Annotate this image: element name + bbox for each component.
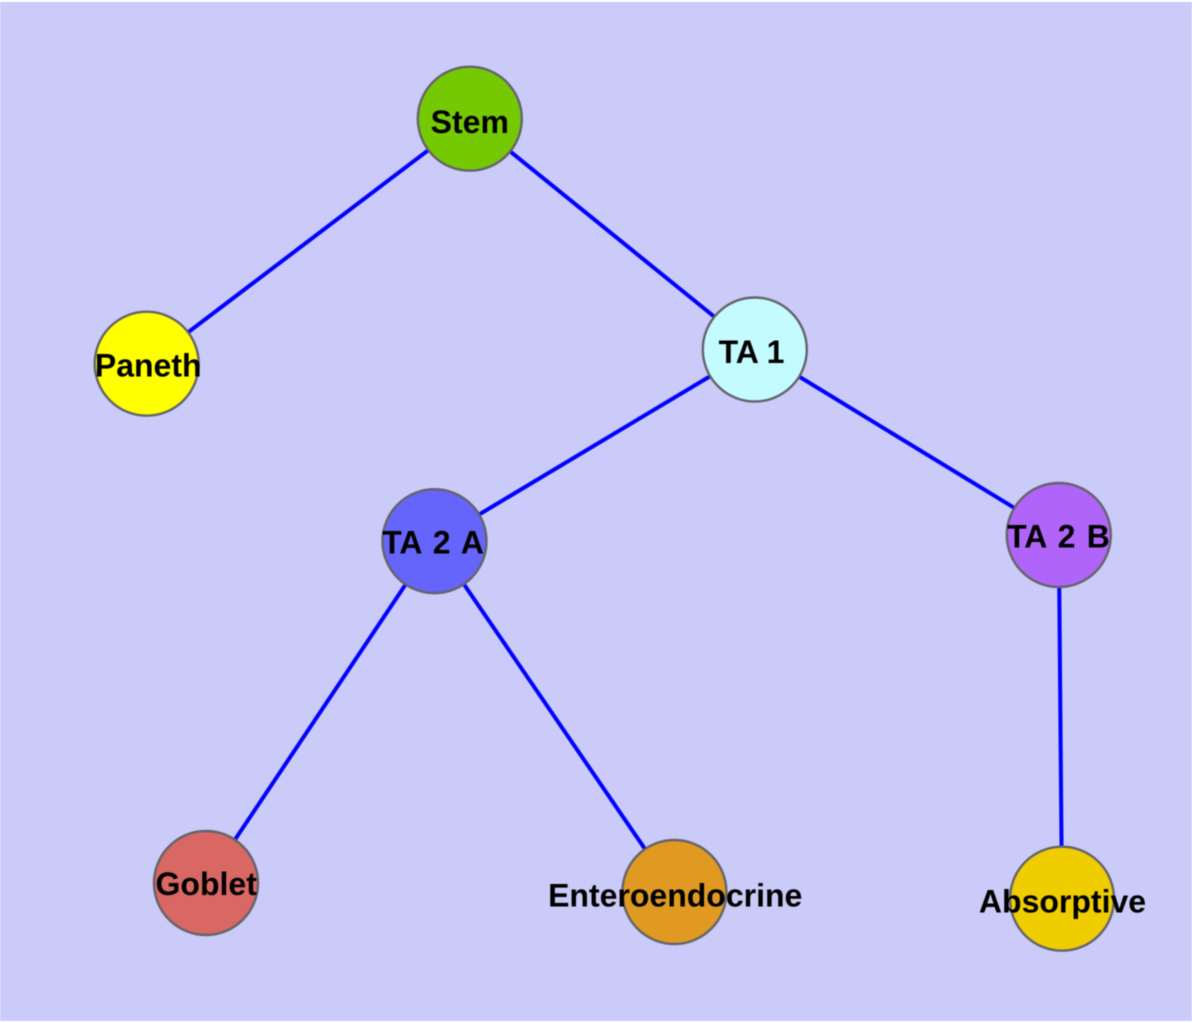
svg-text:TA 2 A: TA 2 A (382, 524, 484, 560)
svg-text:TA 1: TA 1 (719, 334, 785, 370)
svg-text:Absorptive: Absorptive (979, 883, 1146, 919)
svg-text:Paneth: Paneth (95, 348, 202, 384)
svg-text:Goblet: Goblet (156, 866, 258, 902)
svg-text:Enteroendocrine: Enteroendocrine (548, 878, 802, 914)
svg-text:Stem: Stem (431, 104, 509, 140)
svg-text:TA 2 B: TA 2 B (1007, 518, 1110, 554)
